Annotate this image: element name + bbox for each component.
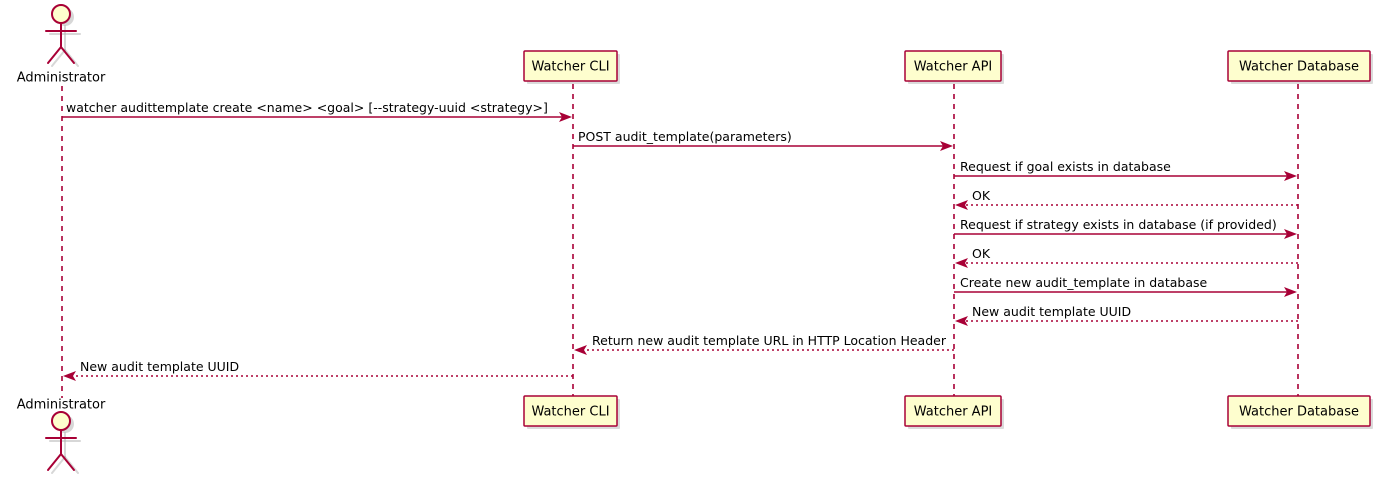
message-label-7: Create new audit_template in database bbox=[960, 275, 1207, 290]
message-10[interactable]: New audit template UUID bbox=[63, 359, 573, 381]
message-label-4: OK bbox=[972, 188, 991, 203]
participant-box[interactable] bbox=[523, 50, 618, 82]
participant-label-watcher-database-bottom: Watcher Database bbox=[1239, 405, 1359, 420]
participant-label-watcher-api-top: Watcher API bbox=[914, 60, 993, 75]
message-label-10: New audit template UUID bbox=[80, 359, 239, 374]
arrowhead-left-icon bbox=[574, 345, 587, 355]
message-8[interactable]: New audit template UUID bbox=[955, 304, 1298, 326]
arrowhead-right-icon bbox=[1284, 287, 1297, 297]
actor-head-icon bbox=[51, 411, 71, 431]
message-label-3: Request if goal exists in database bbox=[960, 159, 1171, 174]
message-5[interactable]: Request if strategy exists in database (… bbox=[954, 217, 1297, 239]
arrowhead-left-icon bbox=[955, 200, 968, 210]
message-label-1: watcher audittemplate create <name> <goa… bbox=[66, 100, 548, 115]
actor-label-administrator-top: Administrator bbox=[17, 71, 106, 86]
actor-label-administrator-bottom: Administrator bbox=[17, 398, 106, 413]
actor-leg-left-icon bbox=[47, 46, 62, 64]
participant-box[interactable] bbox=[904, 395, 1002, 427]
message-label-9: Return new audit template URL in HTTP Lo… bbox=[592, 333, 947, 348]
arrowhead-left-icon bbox=[955, 316, 968, 326]
lifelines bbox=[61, 84, 1299, 398]
participant-label-watcher-database-top: Watcher Database bbox=[1239, 60, 1359, 75]
participant-label-watcher-cli-top: Watcher CLI bbox=[531, 60, 609, 75]
arrowhead-right-icon bbox=[1284, 229, 1297, 239]
participant-watcher-cli-bottom[interactable]: Watcher CLI bbox=[523, 395, 620, 429]
message-3[interactable]: Request if goal exists in database bbox=[954, 159, 1297, 181]
message-label-5: Request if strategy exists in database (… bbox=[960, 217, 1277, 232]
actor-head-icon bbox=[51, 4, 71, 24]
message-1[interactable]: watcher audittemplate create <name> <goa… bbox=[62, 100, 572, 122]
participant-watcher-api-top[interactable]: Watcher API bbox=[904, 50, 1004, 84]
message-4[interactable]: OK bbox=[955, 188, 1298, 210]
participant-box[interactable] bbox=[1227, 50, 1371, 82]
participant-watcher-database-top[interactable]: Watcher Database bbox=[1227, 50, 1373, 84]
message-2[interactable]: POST audit_template(parameters) bbox=[573, 129, 953, 151]
arrowhead-right-icon bbox=[940, 141, 953, 151]
participant-watcher-database-bottom[interactable]: Watcher Database bbox=[1227, 395, 1373, 429]
participant-box[interactable] bbox=[523, 395, 618, 427]
message-label-2: POST audit_template(parameters) bbox=[578, 129, 792, 144]
participant-box[interactable] bbox=[904, 50, 1002, 82]
message-label-8: New audit template UUID bbox=[972, 304, 1131, 319]
participant-watcher-cli-top[interactable]: Watcher CLI bbox=[523, 50, 620, 84]
message-9[interactable]: Return new audit template URL in HTTP Lo… bbox=[574, 333, 954, 355]
message-label-6: OK bbox=[972, 246, 991, 261]
message-6[interactable]: OK bbox=[955, 246, 1298, 268]
actor-administrator-bottom[interactable]: Administrator bbox=[17, 398, 106, 474]
participant-watcher-api-bottom[interactable]: Watcher API bbox=[904, 395, 1004, 429]
actor-administrator-top[interactable]: Administrator bbox=[17, 4, 106, 86]
actor-leg-left-icon bbox=[47, 453, 62, 471]
actor-leg-right-icon bbox=[60, 453, 75, 471]
participant-box[interactable] bbox=[1227, 395, 1371, 427]
arrowhead-right-icon bbox=[1284, 171, 1297, 181]
actor-leg-right-icon bbox=[60, 46, 75, 64]
arrowhead-right-icon bbox=[559, 112, 572, 122]
arrowhead-left-icon bbox=[63, 371, 76, 381]
arrowhead-left-icon bbox=[955, 258, 968, 268]
participant-label-watcher-api-bottom: Watcher API bbox=[914, 405, 993, 420]
participant-label-watcher-cli-bottom: Watcher CLI bbox=[531, 405, 609, 420]
message-7[interactable]: Create new audit_template in database bbox=[954, 275, 1297, 297]
